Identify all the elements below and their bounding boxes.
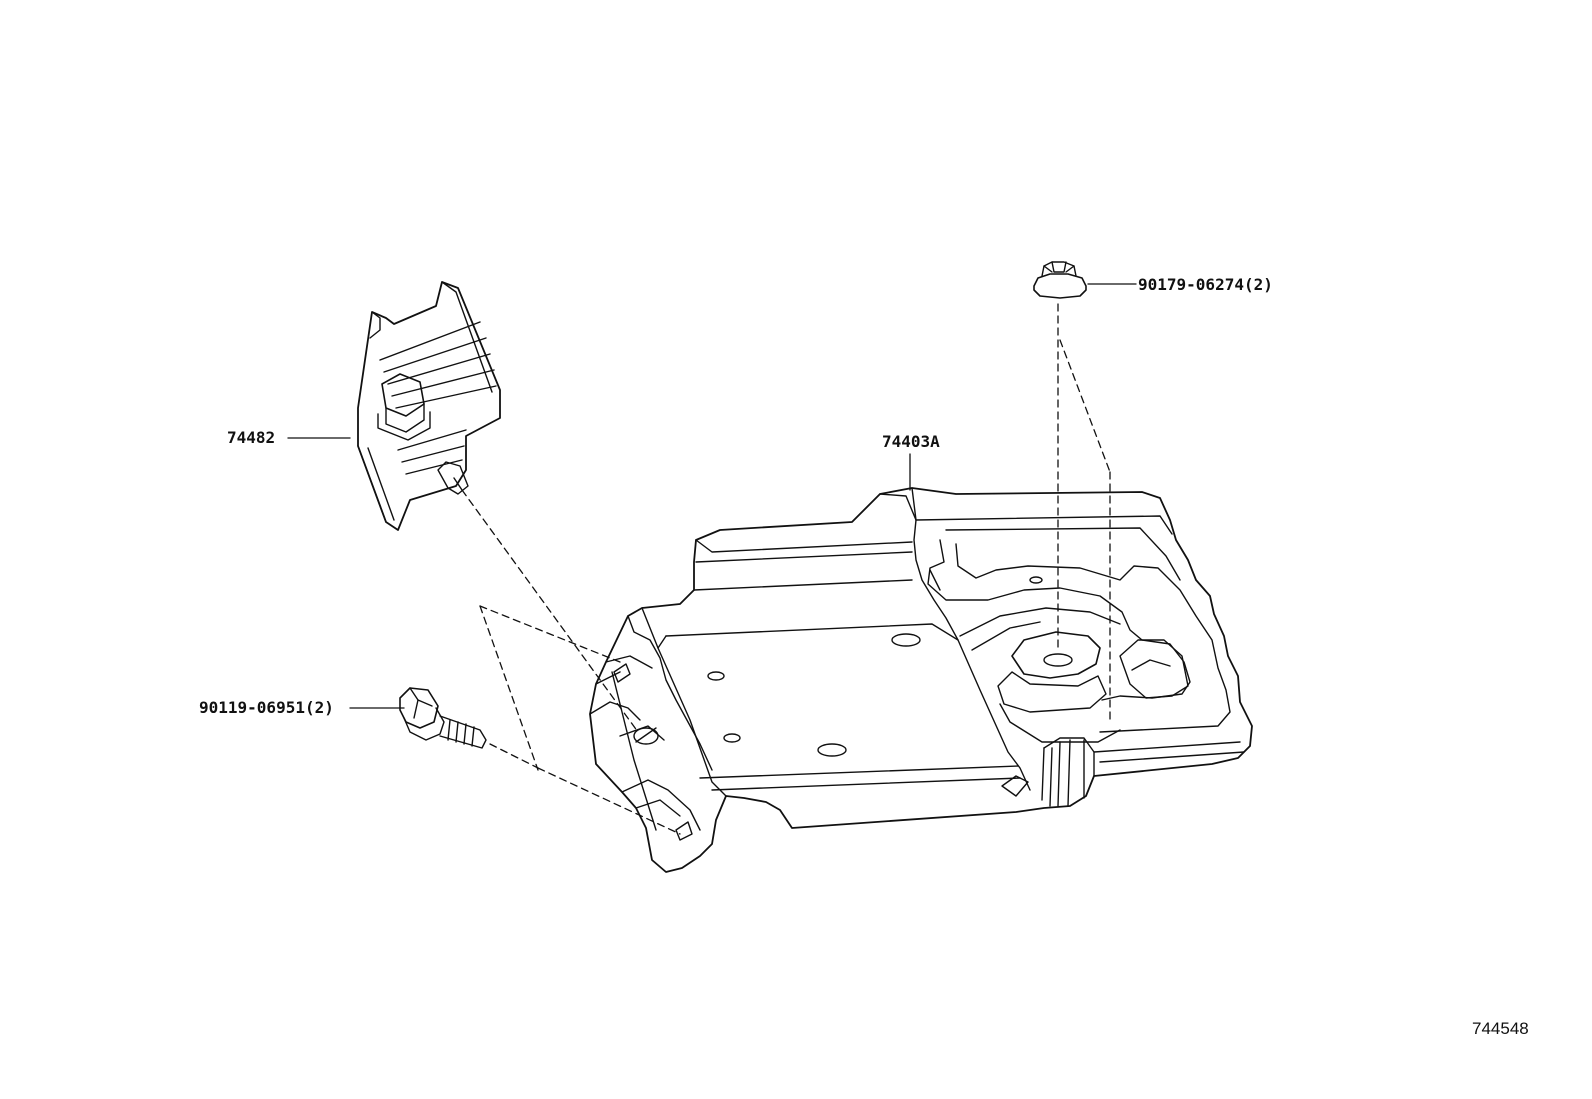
leader-lines (287, 283, 1137, 709)
callout-90119-06951: 90119-06951(2) (199, 700, 334, 716)
bracket-74482-drawing (357, 281, 501, 531)
callout-74482: 74482 (227, 428, 276, 447)
nut-90179-06274-drawing (1033, 261, 1087, 299)
callout-90179-06274-qty: (2) (1243, 275, 1273, 294)
bolt-90119-06951-drawing (399, 687, 487, 749)
callout-90119-06951-qty: (2) (304, 698, 334, 717)
tray-74403a-drawing (589, 487, 1253, 873)
callout-90119-06951-number: 90119-06951 (199, 698, 305, 717)
assembly-lines (461, 303, 1111, 835)
callout-90179-06274: 90179-06274(2) (1138, 277, 1273, 293)
callout-90179-06274-number: 90179-06274 (1138, 275, 1244, 294)
diagram-id: 744548 (1472, 1019, 1529, 1038)
callout-74403a: 74403A (882, 432, 940, 451)
